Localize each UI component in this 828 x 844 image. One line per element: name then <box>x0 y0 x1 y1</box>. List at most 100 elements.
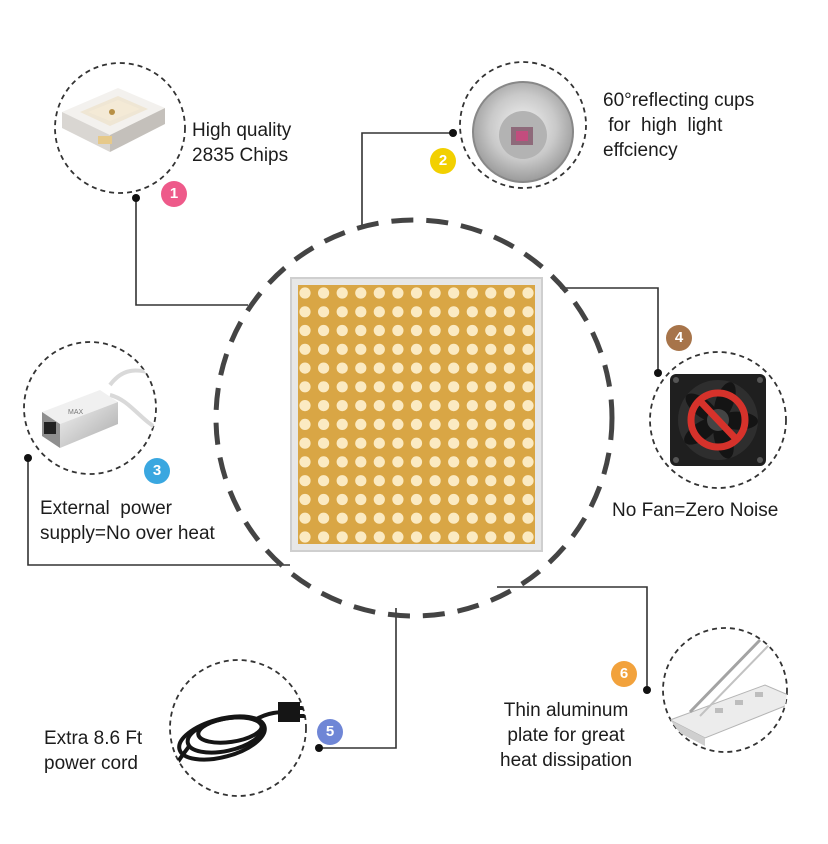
led-dot <box>448 493 460 506</box>
led-dot <box>392 400 404 412</box>
led-dot <box>522 287 534 299</box>
led-dot <box>299 343 311 355</box>
led-dot <box>299 324 311 337</box>
feature-circle-5 <box>169 659 307 797</box>
led-dot <box>466 287 478 299</box>
led-dot <box>355 324 367 337</box>
led-dot <box>429 381 441 393</box>
led-dot <box>503 306 515 318</box>
led-dot <box>318 343 330 355</box>
led-dot <box>410 362 423 374</box>
feature-label-5: Extra 8.6 Ft power cord <box>44 728 143 774</box>
led-dot <box>448 324 460 337</box>
led-dot <box>466 362 478 374</box>
led-dot <box>485 343 497 355</box>
connector-3 <box>27 458 290 566</box>
led-dot <box>410 493 423 506</box>
led-dot <box>448 362 460 374</box>
connector-lines <box>27 132 659 749</box>
led-dot <box>485 324 497 337</box>
led-dot <box>522 362 534 374</box>
led-dot <box>299 512 311 524</box>
led-chip-icon <box>62 88 165 152</box>
led-dot <box>429 362 441 374</box>
led-dot <box>336 437 348 449</box>
led-dot <box>522 512 534 524</box>
led-dot <box>429 493 441 506</box>
badge-5: 5 <box>317 719 343 745</box>
led-dot <box>336 306 348 318</box>
led-dot <box>373 475 385 487</box>
led-dot <box>318 493 330 506</box>
led-dot <box>318 418 330 430</box>
led-dot <box>485 437 497 449</box>
led-dot <box>448 306 460 318</box>
led-dot <box>355 493 367 506</box>
led-dot <box>503 287 515 299</box>
led-dot <box>392 362 404 374</box>
led-dot <box>410 531 423 543</box>
led-dot <box>355 362 367 374</box>
led-dot <box>429 512 441 524</box>
led-dot <box>373 287 385 299</box>
led-dot <box>466 512 478 524</box>
led-dot <box>373 343 385 355</box>
led-dot <box>429 456 441 468</box>
led-dot <box>318 531 330 543</box>
led-dot <box>336 362 348 374</box>
led-dot <box>448 456 460 468</box>
led-dot <box>466 306 478 318</box>
led-dot <box>299 493 311 506</box>
connector-5 <box>319 608 397 749</box>
led-dot <box>485 493 497 506</box>
led-dot <box>503 324 515 337</box>
led-dot <box>448 475 460 487</box>
led-dot <box>429 418 441 430</box>
led-dot <box>410 475 423 487</box>
led-dot <box>485 362 497 374</box>
led-grid <box>299 287 534 543</box>
led-dot <box>299 400 311 412</box>
led-dot <box>485 418 497 430</box>
led-dot <box>392 456 404 468</box>
led-dot <box>429 306 441 318</box>
led-dot <box>410 381 423 393</box>
led-dot <box>410 324 423 337</box>
led-dot <box>429 343 441 355</box>
led-dot <box>373 324 385 337</box>
led-dot <box>373 512 385 524</box>
led-dot <box>448 437 460 449</box>
led-dot <box>373 381 385 393</box>
led-dot <box>318 475 330 487</box>
led-dot <box>355 381 367 393</box>
connector-2 <box>361 132 453 226</box>
led-dot <box>503 493 515 506</box>
led-dot <box>336 343 348 355</box>
led-dot <box>448 512 460 524</box>
led-dot <box>373 493 385 506</box>
led-dot <box>392 437 404 449</box>
led-dot <box>522 437 534 449</box>
led-dot <box>392 475 404 487</box>
led-dot <box>410 287 423 299</box>
led-dot <box>503 400 515 412</box>
led-dot <box>299 362 311 374</box>
led-dot <box>485 400 497 412</box>
led-dot <box>355 437 367 449</box>
led-dot <box>318 456 330 468</box>
led-dot <box>485 475 497 487</box>
led-dot <box>355 287 367 299</box>
led-dot <box>522 418 534 430</box>
led-dot <box>429 531 441 543</box>
led-dot <box>429 400 441 412</box>
led-dot <box>410 343 423 355</box>
led-dot <box>503 362 515 374</box>
led-dot <box>392 324 404 337</box>
connector-dots <box>24 129 662 752</box>
led-dot <box>466 437 478 449</box>
led-dot <box>373 362 385 374</box>
led-dot <box>299 381 311 393</box>
led-dot <box>448 418 460 430</box>
